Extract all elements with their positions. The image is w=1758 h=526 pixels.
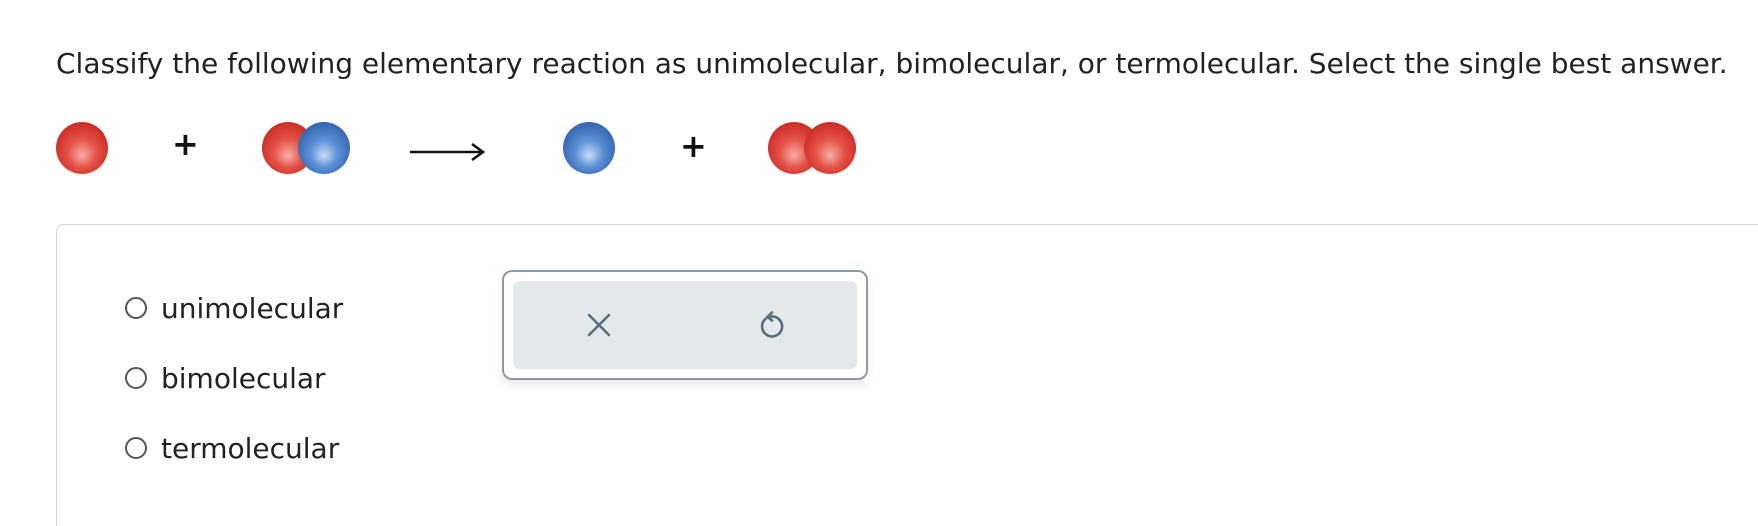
radio-button[interactable] (125, 437, 147, 459)
question-text: Classify the following elementary reacti… (56, 47, 1728, 80)
red-blue-molecule (262, 122, 350, 174)
red-red-molecule (768, 122, 856, 174)
blue-atom (298, 122, 350, 174)
option-label: bimolecular (161, 361, 326, 395)
option-termolecular[interactable]: termolecular (125, 428, 339, 468)
red-atom (56, 122, 108, 174)
toolbar-inner (513, 281, 857, 369)
blue-atom (563, 122, 615, 174)
option-bimolecular[interactable]: bimolecular (125, 358, 326, 398)
answer-toolbar (502, 270, 868, 380)
radio-button[interactable] (125, 297, 147, 319)
undo-button[interactable] (741, 295, 801, 355)
clear-button[interactable] (569, 295, 629, 355)
answer-panel (56, 224, 1758, 526)
reaction-diagram: + + (0, 0, 1758, 200)
plus-sign: + (680, 127, 707, 165)
close-icon (587, 313, 611, 337)
reaction-svg (56, 122, 856, 174)
option-label: unimolecular (161, 291, 344, 325)
plus-sign: + (172, 125, 199, 163)
red-atom (768, 122, 820, 174)
red-atom (262, 122, 314, 174)
red-atom (804, 122, 856, 174)
undo-icon (760, 311, 784, 338)
radio-button[interactable] (125, 367, 147, 389)
option-label: termolecular (161, 431, 340, 465)
option-unimolecular[interactable]: unimolecular (125, 288, 343, 328)
reaction-arrow (410, 142, 486, 162)
